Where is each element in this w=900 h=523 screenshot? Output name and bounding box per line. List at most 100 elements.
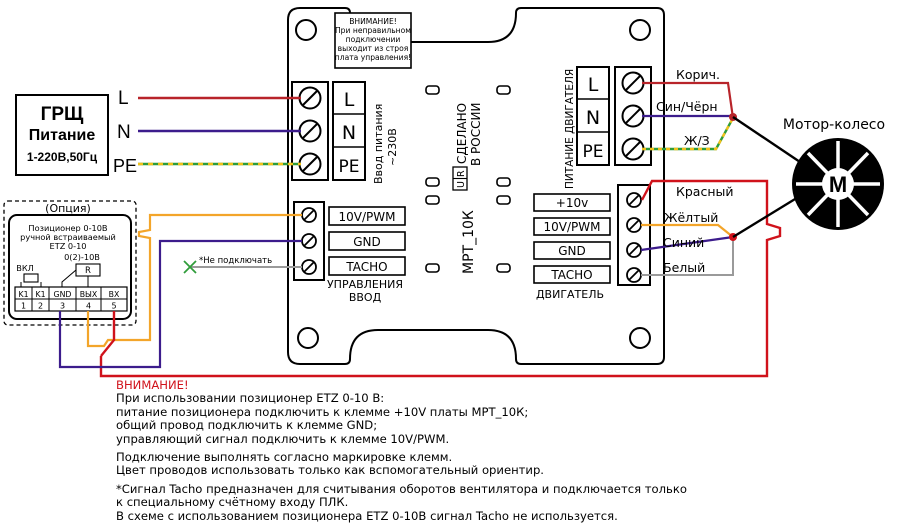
board-badge-r: R	[456, 170, 467, 177]
motor-wire-label-blue-black: Син/Чёрн	[656, 99, 718, 114]
option-range: 0(2)-10В	[64, 252, 100, 262]
notes-line-3: общий провод подключить к клемме GND;	[116, 418, 378, 433]
notes-line-4: управляющий сигнал подключить к клемме 1…	[116, 431, 450, 446]
motor-screw-pe	[621, 137, 645, 161]
motor-symbol: M	[829, 172, 847, 197]
motor-ctrl-screw-10v	[626, 192, 642, 208]
notes-line-5: Подключение выполнять согласно маркировк…	[116, 450, 453, 465]
motor-title: Мотор-колесо	[783, 117, 885, 133]
option-pin-in: ВХ	[109, 290, 120, 299]
motor-control-label-10v: +10v	[556, 196, 588, 210]
notes-warning: ВНИМАНИЕ!	[116, 378, 189, 392]
option-desc-2: ручной встраиваемый	[20, 232, 116, 242]
terminal-screw-n	[298, 119, 322, 143]
power-input-caption: Ввод питания	[372, 104, 385, 184]
option-pin-num-4: 4	[86, 302, 91, 311]
motor-wire-label-red: Красный	[676, 184, 734, 199]
mains-wires	[138, 96, 301, 166]
option-pin-num-3: 3	[60, 302, 65, 311]
motor-control-label-gnd: GND	[558, 244, 586, 258]
board-made-in-2: В РОССИИ	[469, 103, 483, 166]
terminal-screw-pwm	[301, 207, 317, 223]
option-pin-num-1: 1	[21, 302, 26, 311]
motor-screw-l	[621, 71, 645, 95]
board-made-in-1: СДЕЛАНО	[455, 103, 469, 164]
board-model: МРТ_10К	[461, 210, 477, 274]
motor-wheel: M	[792, 138, 884, 230]
motor-control-label-pwm: 10V/PWM	[544, 220, 601, 234]
board-warning-line-1: ВНИМАНИЕ!	[349, 17, 397, 26]
notes-line-8: к специальному счётному входу ПЛК.	[116, 495, 349, 510]
motor-ctrl-screw-tacho	[626, 267, 642, 283]
board-warning-line-2: При неправильном	[335, 26, 411, 35]
option-resistor: R	[85, 266, 91, 276]
option-pin-k1-a: K1	[18, 290, 28, 299]
board-warning-line-5: плата управления!	[335, 53, 411, 62]
power-input-label-n: N	[342, 122, 356, 144]
terminal-screw-pe	[298, 152, 322, 176]
motor-screw-n	[621, 104, 645, 128]
motor-control-wires	[99, 179, 801, 378]
power-input-voltage: ~230В	[386, 128, 399, 166]
terminal-screw-l	[298, 86, 322, 110]
motor-power-wires	[642, 81, 801, 163]
option-desc-3: ETZ 0-10	[50, 241, 87, 251]
motor-ctrl-screw-gnd	[626, 242, 642, 258]
option-desc-1: Позиционер 0-10В	[28, 223, 108, 233]
option-pin-num-2: 2	[38, 302, 43, 311]
motor-ctrl-screw-pwm	[626, 217, 642, 233]
motor-power-caption: ПИТАНИЕ ДВИГАТЕЛЯ	[564, 69, 576, 189]
motor-power-label-l: L	[588, 74, 599, 96]
control-input-label-tacho: TACHO	[345, 260, 387, 274]
not-connected-cross-icon	[183, 260, 197, 274]
control-input-caption-2: ВВОД	[349, 291, 382, 304]
option-pin-k1-b: K1	[35, 290, 45, 299]
power-input-label-l: L	[344, 89, 355, 111]
mounting-holes	[295, 19, 651, 349]
terminal-screw-tacho	[301, 259, 317, 275]
mains-subtitle: Питание	[29, 127, 96, 144]
board-center-markings: МРТ_10К R U СДЕЛАНО В РОССИИ	[452, 103, 483, 274]
board-warning-line-4: выходит из строя	[338, 44, 409, 53]
mains-spec: 1-220В,50Гц	[27, 150, 98, 164]
notes-line-2: питание позиционера подключить к клемме …	[116, 404, 529, 419]
mains-title: ГРЩ	[41, 104, 84, 125]
motor-power-label-n: N	[586, 107, 600, 129]
tacho-not-connected: *Не подключать	[199, 256, 272, 266]
option-title: (Опция)	[45, 202, 91, 215]
motor-wire-label-yellow-green: Ж/З	[684, 133, 710, 148]
motor-control-caption: ДВИГАТЕЛЬ	[536, 288, 604, 301]
motor-wire-label-yellow: Жёлтый	[664, 210, 718, 225]
notes-line-7: *Сигнал Tacho предназначен для считывани…	[116, 481, 687, 496]
mains-line-n: N	[117, 122, 131, 143]
option-pin-gnd: GND	[54, 290, 72, 299]
notes-line-1: При использовании позиционер ETZ 0-10 В:	[116, 391, 385, 406]
board-badge-u: U	[456, 181, 467, 188]
control-input-label-gnd: GND	[353, 235, 381, 249]
control-input-caption-1: УПРАВЛЕНИЯ	[327, 278, 403, 291]
motor-power-label-pe: PE	[583, 142, 604, 162]
board-warning-box: ВНИМАНИЕ! При неправильном подключении в…	[334, 12, 412, 69]
board-warning-line-3: подключении	[346, 35, 401, 44]
option-positioner-box: (Опция) Позиционер 0-10В ручной встраива…	[3, 200, 137, 326]
control-input-label-pwm: 10V/PWM	[339, 210, 396, 224]
option-switch-label: ВКЛ	[16, 263, 34, 273]
motor-control-terminal-block: +10v 10V/PWM GND TACHO ДВИГАТЕЛЬ	[533, 184, 651, 301]
board-pads	[425, 85, 511, 273]
terminal-screw-gnd	[301, 233, 317, 249]
notes-block: ВНИМАНИЕ! При использовании позиционер E…	[116, 378, 816, 523]
power-input-label-pe: PE	[339, 157, 360, 177]
option-pin-out: ВЫХ	[80, 290, 98, 299]
motor-control-label-tacho: TACHO	[550, 268, 592, 282]
mains-line-l: L	[118, 88, 129, 109]
positioner-wires	[58, 213, 302, 369]
motor-wire-label-blue: Синий	[663, 235, 704, 250]
mains-line-pe: PE	[113, 156, 137, 176]
mains-supply-box: ГРЩ Питание 1-220В,50Гц	[15, 94, 109, 176]
notes-line-9: В схеме с использованием позиционера ETZ…	[116, 508, 618, 523]
motor-wire-label-brown: Корич.	[676, 67, 720, 82]
notes-line-6: Цвет проводов использовать только как вс…	[116, 463, 544, 478]
motor-wire-label-white: Белый	[663, 260, 705, 275]
option-pin-num-5: 5	[111, 302, 116, 311]
